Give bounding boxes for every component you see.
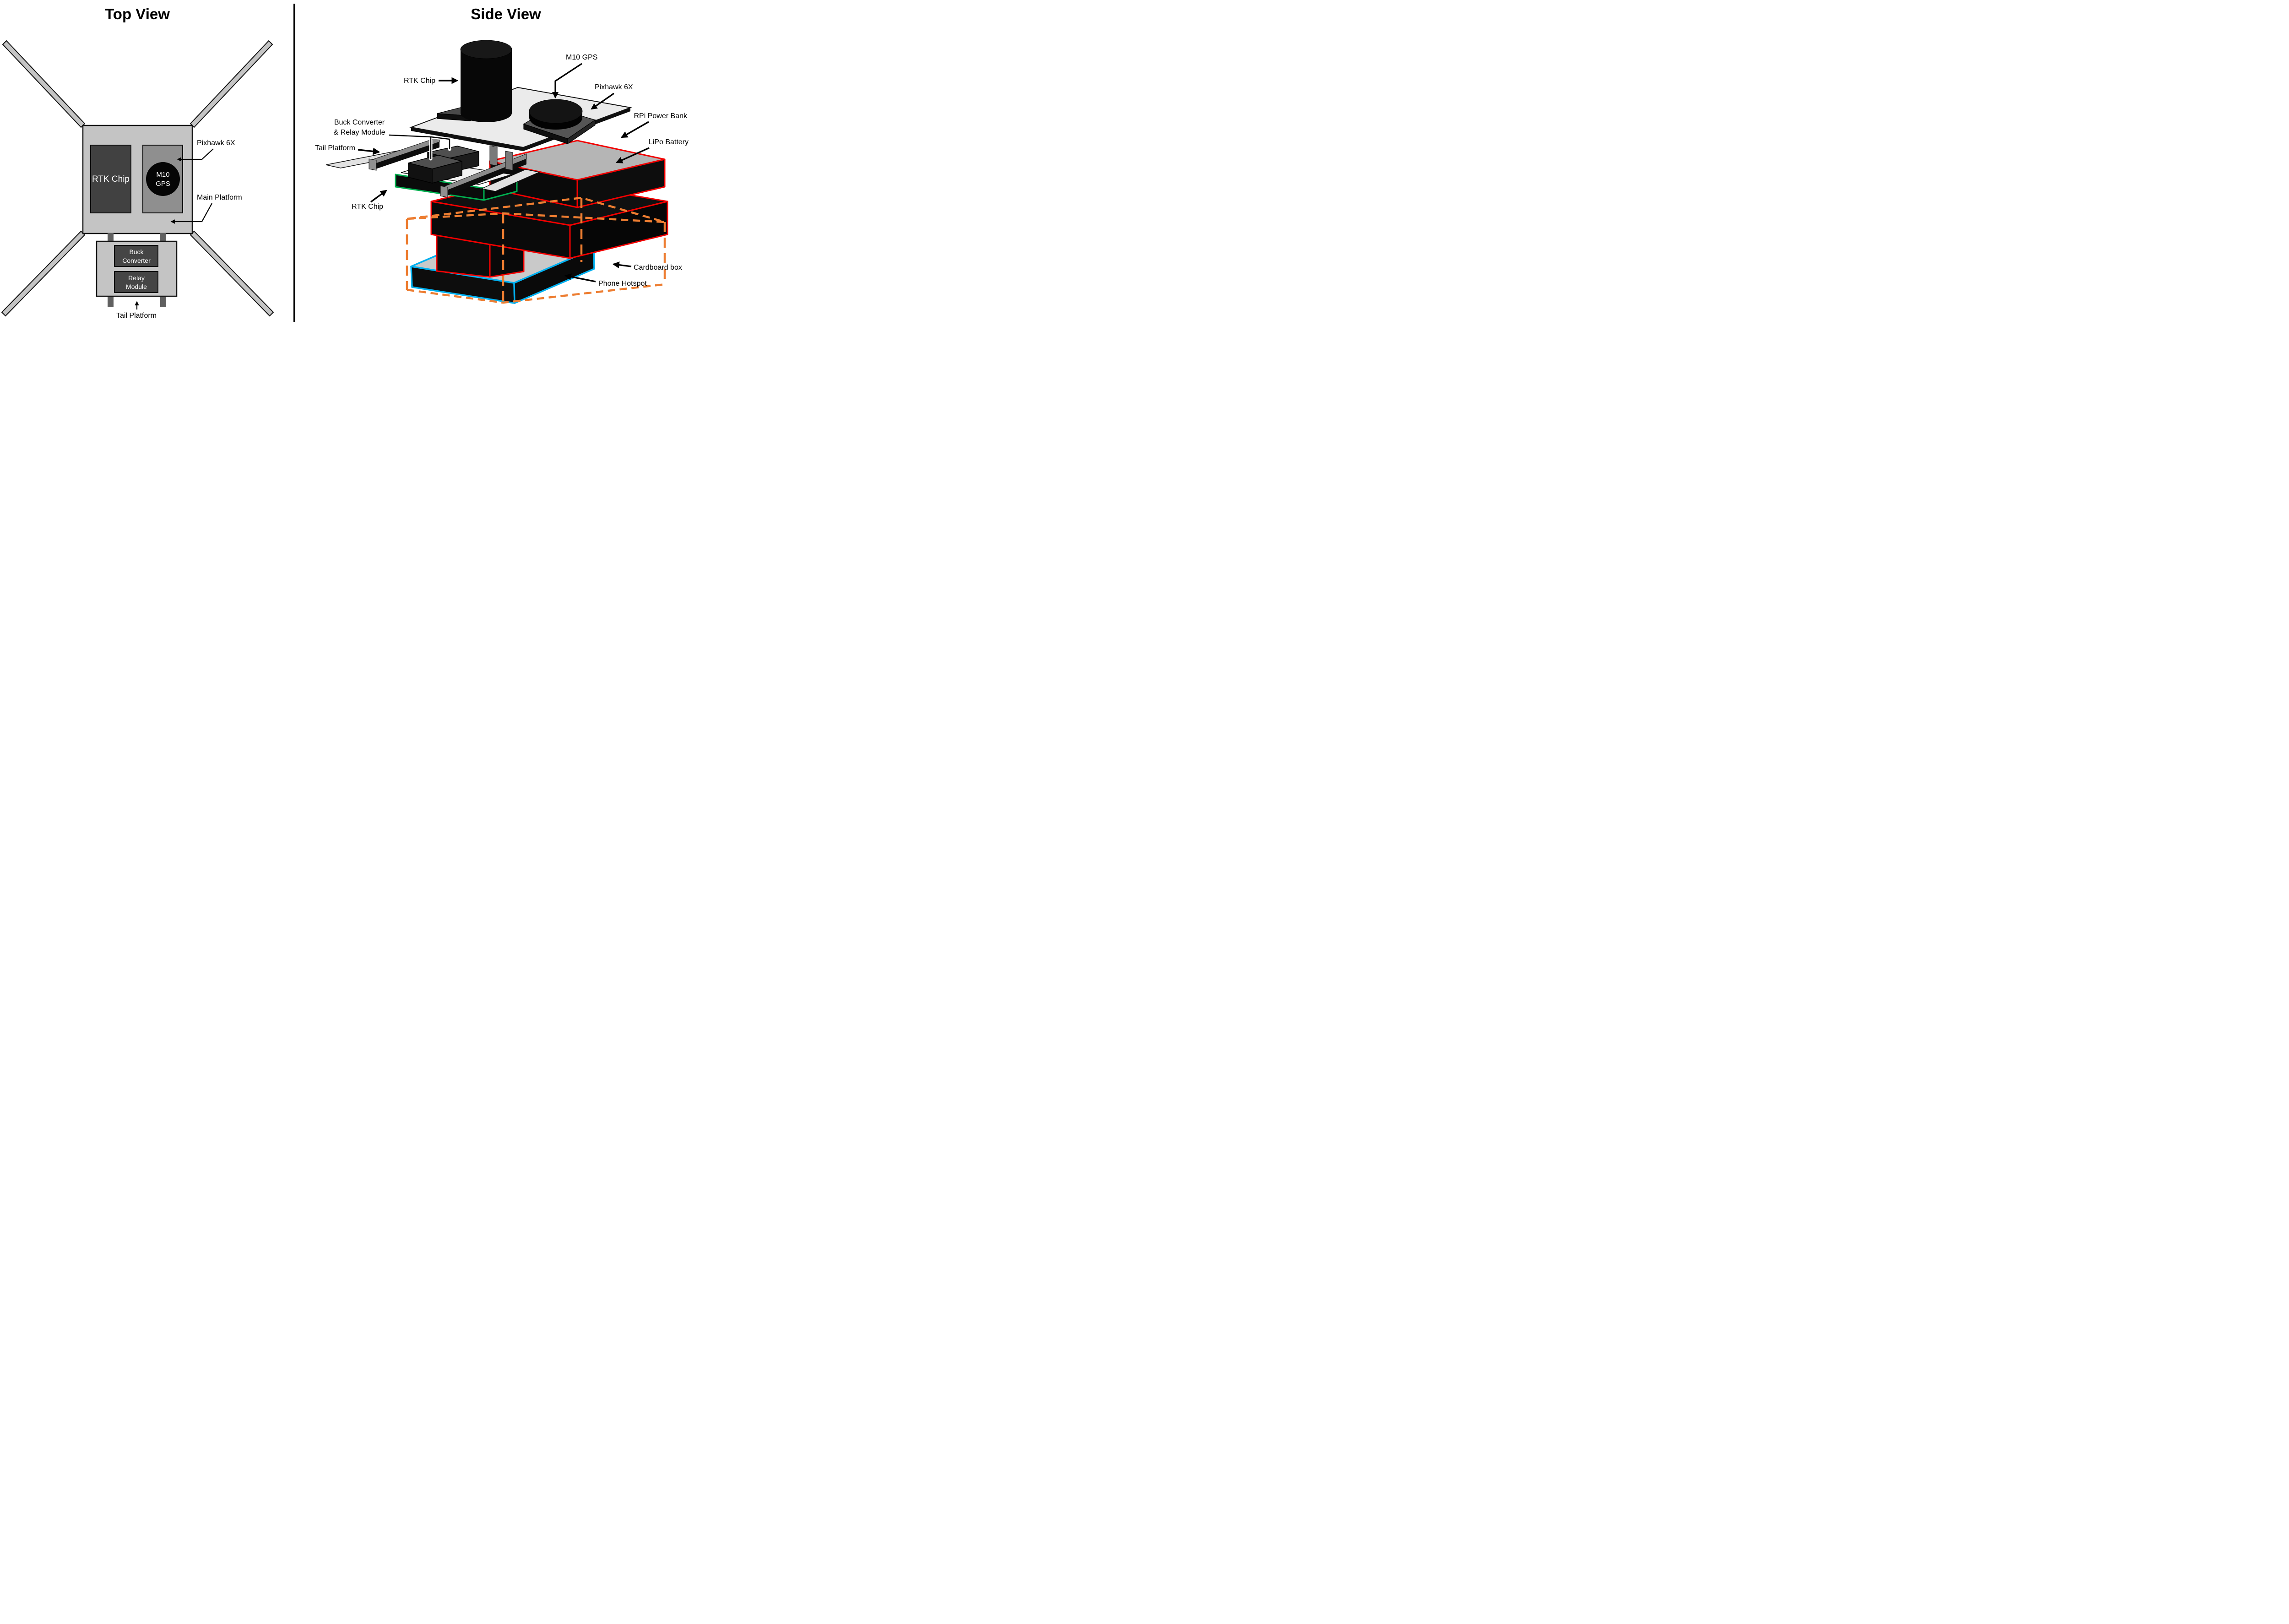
side-view-panel: Side View [315, 5, 689, 304]
buck-converter-3d [408, 155, 462, 184]
m10-text-line2: GPS [156, 180, 170, 188]
tail-connectors [108, 233, 166, 307]
rtk-chip-board-arrow [370, 190, 387, 203]
leg-right [160, 296, 166, 307]
rpi-power-bank-label: RPi Power Bank [634, 112, 688, 120]
disk-top [529, 99, 583, 124]
m10-gps-circle [146, 162, 180, 196]
main-platform-leader-arrow [170, 203, 212, 224]
panel-divider [293, 4, 295, 322]
connector-left [108, 233, 114, 242]
rail-mid-cap [440, 185, 448, 198]
cylinder-body [461, 49, 512, 122]
arm-top-right [190, 40, 273, 128]
rail-left-side [372, 142, 439, 170]
buck-relay-label-line1: Buck Converter [334, 119, 385, 126]
m10-disk [529, 99, 583, 130]
relay-module-box [114, 271, 158, 293]
arm-bottom-left [1, 230, 86, 317]
rtk-cylinder [460, 40, 512, 122]
top-view-panel: Top View RTK Chip M10 GPS Buck Converter… [1, 5, 274, 320]
buck-converter-box [114, 245, 158, 267]
cardboard-box-arrow [612, 261, 632, 269]
cardboard-box-label: Cardboard box [634, 264, 682, 272]
tail-assembly [325, 136, 541, 201]
m10-text-line1: M10 [156, 171, 169, 179]
diagram-canvas: Top View RTK Chip M10 GPS Buck Converter… [0, 0, 695, 325]
arm-bottom-right [190, 230, 274, 317]
rpi-power-bank-arrow [621, 121, 649, 138]
buck-text-line1: Buck [129, 248, 144, 255]
cardboard-bottom-edges [407, 283, 665, 304]
cardboard-box-wireframe [406, 196, 666, 304]
buck-text-line2: Converter [122, 257, 151, 264]
phone-hotspot-label: Phone Hotspot [598, 280, 647, 288]
relay-text-line1: Relay [128, 274, 145, 282]
rtk-chip-board-label: RTK Chip [352, 203, 383, 211]
plate-edge-left [411, 127, 523, 151]
m10-pedestal-right [567, 119, 596, 145]
leg-left [108, 296, 114, 307]
standoff-2 [505, 151, 513, 171]
arm-top-left [2, 40, 86, 128]
drone-diagram: Top View RTK Chip M10 GPS Buck Converter… [1, 4, 689, 322]
hotspot-right-face [513, 248, 595, 304]
rtk-chip-text: RTK Chip [92, 174, 130, 184]
buck-relay-label-line2: & Relay Module [334, 129, 385, 136]
m10-gps-label: M10 GPS [566, 54, 597, 61]
pixhawk-label-top: Pixhawk 6X [197, 139, 235, 147]
relay-text-line2: Module [126, 283, 147, 290]
main-platform-label: Main Platform [197, 194, 242, 201]
buck-right [432, 161, 462, 184]
lipo-battery-arrow [615, 147, 650, 163]
rpi-power-bank-box [489, 140, 666, 208]
rail-left-cap [369, 158, 377, 171]
top-view-title: Top View [105, 5, 170, 22]
pixhawk-side-arrow [591, 92, 614, 110]
cardboard-top-loop [407, 196, 665, 223]
cylinder-top [460, 40, 512, 59]
tail-platform-side-arrow [358, 147, 380, 155]
rail-left [369, 136, 440, 171]
rtk-chip-top-label: RTK Chip [404, 77, 435, 85]
drone-arms [1, 40, 274, 317]
connector-right [160, 233, 166, 242]
tail-right-strip [480, 169, 541, 192]
pixhawk-leader-arrow [177, 148, 214, 162]
tail-platform-label: Tail Platform [116, 312, 157, 320]
rtk-chip-board [90, 145, 131, 213]
standoff-1 [489, 145, 498, 166]
lipo-battery-label: LiPo Battery [649, 138, 689, 146]
side-view-title: Side View [471, 5, 541, 22]
pixhawk-side-label: Pixhawk 6X [595, 83, 633, 91]
phone-hotspot-arrow [564, 273, 596, 282]
m10-gps-leader-arrow [552, 63, 582, 99]
tail-platform-side-label: Tail Platform [315, 144, 355, 152]
side-view-labels: RTK Chip M10 GPS Pixhawk 6X Buck Convert… [315, 54, 689, 288]
buck-relay-leader [387, 133, 451, 161]
